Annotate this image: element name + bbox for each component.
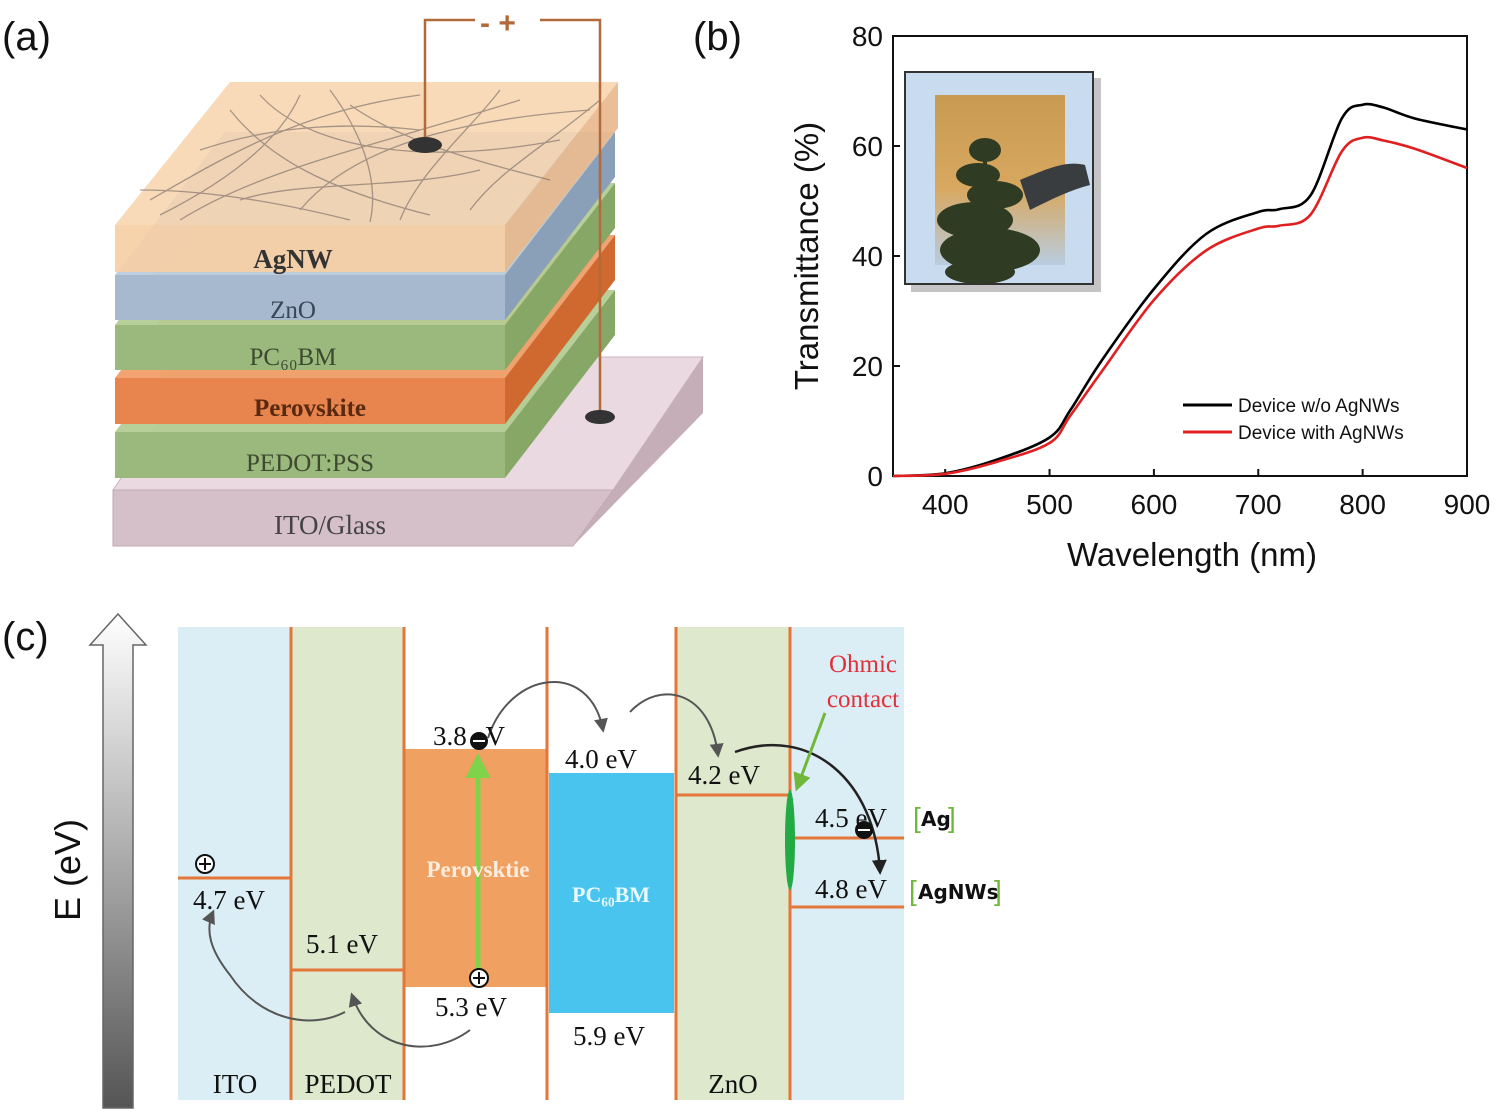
tag-agnws: [ AgNWs ]	[909, 875, 1002, 906]
svg-text:]: ]	[948, 802, 956, 833]
series-group	[892, 102, 1468, 478]
tag-agnws-label: AgNWs	[918, 880, 999, 904]
panel-b: (b) 400 500 600 700 800 900 0 20 40 60 80 Waveleng…	[693, 15, 1490, 573]
y-axis-title: Transmittance (%)	[788, 122, 825, 390]
column-label-pedot: PEDOT	[305, 1069, 393, 1099]
y-tick-label: 0	[867, 461, 883, 492]
y-tick-label: 60	[852, 131, 883, 162]
series-line-with-agnws	[892, 135, 1468, 478]
electron-ag	[855, 821, 873, 839]
level-zno: 4.2 eV	[688, 760, 760, 790]
zno-region	[676, 627, 790, 1100]
level-pcbm-homo: 5.9 eV	[573, 1021, 645, 1051]
ito-region	[178, 627, 291, 1100]
panel-c-label: (c)	[2, 615, 49, 659]
interface-lines	[289, 627, 792, 1100]
panel-a-label: (a)	[2, 15, 51, 59]
y-tick-label: 20	[852, 351, 883, 382]
x-tick-label: 500	[1026, 489, 1073, 520]
legend: Device w/o AgNWs Device with AgNWs	[1183, 396, 1404, 444]
energy-axis-arrow	[88, 612, 148, 1109]
x-tick-label: 900	[1444, 489, 1491, 520]
hole-perovskite	[469, 968, 489, 988]
perovskite-label: Perovsktie	[426, 857, 529, 882]
x-tick-label: 800	[1339, 489, 1386, 520]
layer-label-pcbm: PC₆₀BM	[250, 344, 337, 371]
layer-label-zno: ZnO	[270, 297, 316, 324]
electron-collection-arrow	[734, 743, 887, 875]
panel-a: (a) ITO/Glass PEDOT:PSS Perovskite	[2, 7, 704, 547]
ohmic-contact-marker	[785, 790, 795, 890]
tag-ag: [ Ag ]	[913, 802, 956, 833]
y-tick-label: 40	[852, 241, 883, 272]
level-ag: 4.5 eV	[815, 803, 887, 833]
layer-label-ito-glass: ITO/Glass	[274, 510, 386, 540]
ohmic-label-line1: Ohmic	[829, 651, 897, 678]
charge-carriers	[195, 732, 873, 988]
legend-label-without-agnws: Device w/o AgNWs	[1238, 396, 1400, 417]
x-axis-title: Wavelength (nm)	[1067, 536, 1317, 573]
level-pedot: 5.1 eV	[306, 929, 378, 959]
layer-label-agnw: AgNW	[253, 244, 333, 274]
level-perovskite-cb: 3.8 eV	[433, 721, 505, 751]
top-electrode-contact	[408, 137, 442, 153]
electron-perovskite	[470, 732, 488, 750]
svg-text:[: [	[909, 875, 917, 906]
panel-c: (c) E (eV)	[2, 612, 1002, 1109]
x-tick-label: 700	[1235, 489, 1282, 520]
pcbm-label: PC₆₀BM	[572, 882, 650, 907]
pedot-region	[291, 627, 404, 1100]
layer-label-pedot-pss: PEDOT:PSS	[246, 450, 374, 477]
level-perovskite-vb: 5.3 eV	[435, 992, 507, 1022]
column-label-ito: ITO	[213, 1069, 258, 1099]
ohmic-pointer-arrow	[793, 712, 827, 792]
y-tick-label: 80	[852, 21, 883, 52]
x-tick-label: 400	[922, 489, 969, 520]
pcbm-block	[549, 773, 674, 1013]
axis-ticks: 400 500 600 700 800 900 0 20 40 60 80	[852, 21, 1491, 520]
level-agnw: 4.8 eV	[815, 874, 887, 904]
svg-text:[: [	[913, 802, 921, 833]
energy-axis-label: E (eV)	[47, 819, 88, 921]
ohmic-label-line2: contact	[827, 686, 899, 713]
column-label-zno: ZnO	[708, 1069, 758, 1099]
tag-ag-label: Ag	[921, 807, 951, 831]
panel-b-label: (b)	[693, 15, 742, 59]
layer-agnw: AgNW	[115, 82, 618, 274]
transfer-arrows	[202, 681, 724, 1048]
bottom-electrode-contact	[585, 410, 615, 424]
energy-level-lines	[178, 793, 904, 972]
svg-text:]: ]	[994, 875, 1002, 906]
layer-label-perovskite: Perovskite	[254, 395, 366, 422]
inset-photo	[904, 71, 1101, 292]
circuit	[423, 18, 602, 415]
level-pcbm-lumo: 4.0 eV	[565, 744, 637, 774]
x-tick-label: 600	[1131, 489, 1178, 520]
hole-ito	[195, 854, 215, 874]
legend-label-with-agnws: Device with AgNWs	[1238, 423, 1404, 444]
series-line-without-agnws	[892, 102, 1468, 478]
level-ito: 4.7 eV	[193, 885, 265, 915]
polarity-label: - +	[480, 7, 516, 40]
